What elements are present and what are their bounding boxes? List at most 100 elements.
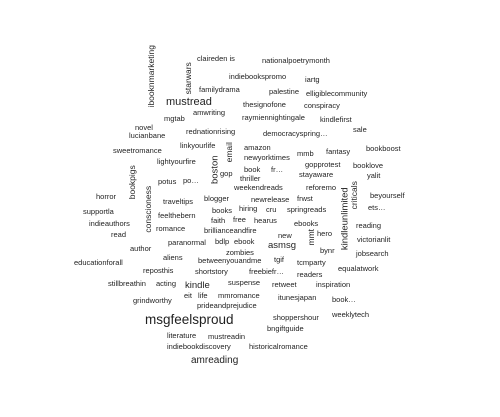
word-bngiftguide: bngiftguide — [267, 324, 304, 333]
word-po: po… — [183, 176, 199, 185]
word-palestine: palestine — [269, 87, 300, 96]
word-potus: potus — [158, 177, 177, 186]
word-bookboost: bookboost — [366, 144, 401, 153]
word-sweetromance: sweetromance — [113, 146, 162, 155]
word-raymiennightingale: raymiennightingale — [242, 113, 305, 122]
word-readers: readers — [297, 270, 323, 279]
word-betweenyouandme: betweenyouandme — [198, 256, 262, 265]
word-hearus: hearus — [254, 216, 277, 225]
word-fr: fr… — [271, 165, 284, 174]
word-equalatwork: equalatwork — [338, 264, 379, 273]
word-paranormal: paranormal — [168, 238, 206, 247]
word-mustread: mustread — [166, 96, 212, 108]
word-conscioness: conscioness — [143, 185, 154, 233]
word-clairedenis: claireden is — [197, 54, 235, 63]
word-indieauthors: indieauthors — [89, 219, 130, 228]
word-mmromance: mmromance — [218, 291, 260, 300]
word-tgif: tgif — [274, 255, 285, 264]
word-mgtab: mgtab — [164, 114, 185, 123]
word-reposthis: reposthis — [143, 266, 174, 275]
word-ebook: ebook — [234, 237, 255, 246]
word-prideandprejudice: prideandprejudice — [197, 301, 257, 310]
word-shoppershour: shoppershour — [273, 313, 319, 322]
word-free: free — [233, 215, 246, 224]
word-gop: gop — [220, 169, 233, 178]
word-msgfeelsproud: msgfeelsproud — [145, 312, 234, 327]
word-freebiefr: freebiefr… — [249, 267, 285, 276]
word-mmt: mmt — [306, 228, 317, 246]
word-amwriting: amwriting — [193, 108, 226, 117]
word-starwars: starwars — [182, 62, 193, 95]
word-email: email — [223, 142, 234, 163]
word-inspiration: inspiration — [316, 280, 351, 289]
word-nationalpoetrymonth: nationalpoetrymonth — [262, 56, 330, 65]
word-grindworthy: grindworthy — [133, 296, 172, 305]
word-ets: ets… — [368, 203, 386, 212]
word-lucianbane: lucianbane — [129, 131, 166, 140]
word-traveltips: traveltips — [163, 197, 194, 206]
word-reforemo: reforemo — [306, 183, 337, 192]
word-jobsearch: jobsearch — [356, 249, 389, 258]
word-amreading: amreading — [191, 355, 239, 366]
word-book: book — [244, 165, 261, 174]
word-reading: reading — [356, 221, 382, 230]
word-thesignofone: thesignofone — [243, 100, 286, 109]
word-zombies: zombies — [226, 248, 254, 257]
word-read: read — [111, 230, 127, 239]
word-kindle: kindle — [185, 280, 210, 291]
word-mmb: mmb — [297, 149, 314, 158]
word-novel: novel — [135, 123, 153, 132]
word-new: new — [278, 231, 292, 240]
word-retweet: retweet — [272, 280, 297, 289]
word-eit: eit — [184, 291, 192, 300]
word-mustreadin: mustreadin — [208, 332, 246, 341]
word-faith: faith — [211, 216, 226, 225]
word-itunesjapan: itunesjapan — [278, 293, 317, 302]
word-yalit: yalit — [367, 171, 381, 180]
word-lightyourfire: lightyourfire — [157, 157, 196, 166]
word-acting: acting — [156, 279, 177, 288]
word-stayaware: stayaware — [299, 170, 334, 179]
word-shortstory: shortstory — [195, 267, 228, 276]
word-linkyourlife: linkyourlife — [180, 141, 216, 150]
word-newrelease: newrelease — [251, 195, 290, 204]
word-feelthebern: feelthebern — [158, 211, 196, 220]
word-bynr: bynr — [320, 246, 335, 255]
word-historicalromance: historicalromance — [249, 342, 308, 351]
word-hero: hero — [317, 229, 333, 238]
word-gopprotest: gopprotest — [305, 160, 341, 169]
word-blogger: blogger — [204, 194, 230, 203]
word-weeklytech: weeklytech — [332, 310, 370, 319]
word-asmsg: asmsg — [268, 240, 296, 251]
word-supportla: supportla — [83, 207, 114, 216]
word-hiring: hiring — [239, 204, 258, 213]
word-rednationrising: rednationrising — [186, 127, 236, 136]
word-books: books — [212, 206, 233, 215]
word-victorianlit: victorianlit — [357, 235, 391, 244]
word-suspense: suspense — [228, 278, 261, 287]
word-aliens: aliens — [163, 253, 183, 262]
word-ibooknmarketing: ibooknmarketing — [145, 45, 156, 108]
word-literature: literature — [167, 331, 197, 340]
word-bdlp: bdlp — [215, 237, 230, 246]
word-weekendreads: weekendreads — [234, 183, 283, 192]
word-kindlefirst: kindlefirst — [320, 115, 352, 124]
word-life: life — [198, 291, 208, 300]
word-indiebookspromo: indiebookspromo — [229, 72, 287, 81]
word-iartg: iartg — [305, 75, 320, 84]
word-democracyspring: democracyspring… — [263, 129, 328, 138]
word-romance: romance — [156, 224, 186, 233]
word-familydrama: familydrama — [199, 85, 240, 94]
word-tcmparty: tcmparty — [297, 258, 326, 267]
word-elligiblecommunity: elligiblecommunity — [306, 89, 368, 98]
word-booklove: booklove — [353, 161, 384, 170]
word-conspiracy: conspiracy — [304, 101, 340, 110]
word-springreads: springreads — [287, 205, 327, 214]
word-horror: horror — [96, 192, 117, 201]
word-cru: cru — [266, 205, 277, 214]
word-kindleunlimited: kindleunlimited — [339, 187, 351, 251]
word-amazon: amazon — [244, 143, 271, 152]
word-frwst: frwst — [297, 194, 313, 203]
word-ebooks: ebooks — [294, 219, 319, 228]
word-boston: boston — [209, 155, 221, 185]
